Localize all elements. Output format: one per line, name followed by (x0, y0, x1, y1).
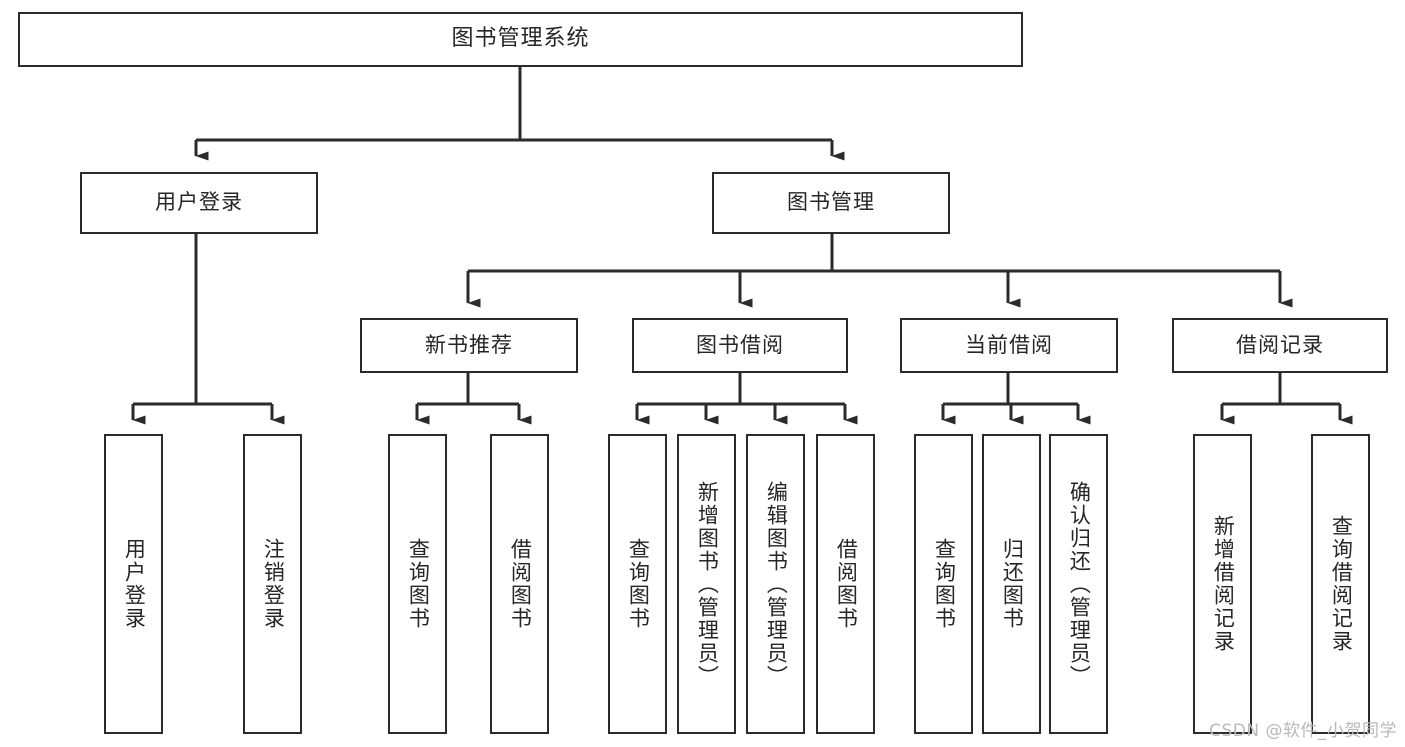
node-user-login[interactable]: 用户登录 (80, 172, 318, 234)
leaf-label: 归还图书 (1000, 538, 1025, 630)
node-borrow-record[interactable]: 借阅记录 (1172, 318, 1388, 373)
leaf-book-borrow-borrow-book[interactable]: 借阅图书 (816, 434, 875, 734)
leaf-current-borrow-query-book[interactable]: 查询图书 (914, 434, 973, 734)
leaf-current-borrow-return-book[interactable]: 归还图书 (982, 434, 1041, 734)
leaf-label: 注销登录 (261, 538, 286, 630)
node-new-book-recommend[interactable]: 新书推荐 (360, 318, 578, 373)
node-book-management-label: 图书管理 (787, 190, 875, 215)
node-current-borrow[interactable]: 当前借阅 (900, 318, 1118, 373)
leaf-book-borrow-edit-book-admin[interactable]: 编辑图书（管理员） (746, 434, 805, 734)
node-user-login-label: 用户登录 (155, 190, 243, 215)
leaf-book-borrow-add-book-admin[interactable]: 新增图书（管理员） (677, 434, 736, 734)
leaf-borrow-record-add-record[interactable]: 新增借阅记录 (1193, 434, 1252, 734)
node-root-system[interactable]: 图书管理系统 (18, 12, 1023, 67)
leaf-current-borrow-confirm-return-admin[interactable]: 确认归还（管理员） (1049, 434, 1108, 734)
node-current-borrow-label: 当前借阅 (965, 332, 1053, 357)
leaf-label: 查询图书 (626, 538, 651, 630)
node-root-label: 图书管理系统 (451, 26, 590, 52)
leaf-new-book-query-book[interactable]: 查询图书 (388, 434, 447, 734)
node-book-borrow-label: 图书借阅 (696, 332, 784, 357)
csdn-watermark: CSDN @软件_小贺同学 (1209, 721, 1397, 741)
leaf-label: 借阅图书 (508, 538, 533, 630)
leaf-label: 新增借阅记录 (1211, 515, 1236, 653)
leaf-label: 新增图书（管理员） (695, 480, 720, 688)
leaf-label: 用户登录 (122, 538, 147, 630)
node-book-management[interactable]: 图书管理 (712, 172, 950, 234)
leaf-user-login-signout[interactable]: 注销登录 (243, 434, 302, 734)
leaf-label: 确认归还（管理员） (1067, 480, 1092, 688)
node-book-borrow[interactable]: 图书借阅 (632, 318, 848, 373)
leaf-new-book-borrow-book[interactable]: 借阅图书 (490, 434, 549, 734)
leaf-label: 查询图书 (932, 538, 957, 630)
leaf-label: 查询图书 (406, 538, 431, 630)
leaf-label: 查询借阅记录 (1329, 515, 1354, 653)
leaf-label: 编辑图书（管理员） (764, 480, 789, 688)
leaf-borrow-record-query-record[interactable]: 查询借阅记录 (1311, 434, 1370, 734)
node-borrow-record-label: 借阅记录 (1236, 332, 1324, 357)
node-new-book-recommend-label: 新书推荐 (425, 332, 513, 357)
leaf-book-borrow-query-book[interactable]: 查询图书 (608, 434, 667, 734)
leaf-label: 借阅图书 (834, 538, 859, 630)
leaf-user-login-signin[interactable]: 用户登录 (104, 434, 163, 734)
